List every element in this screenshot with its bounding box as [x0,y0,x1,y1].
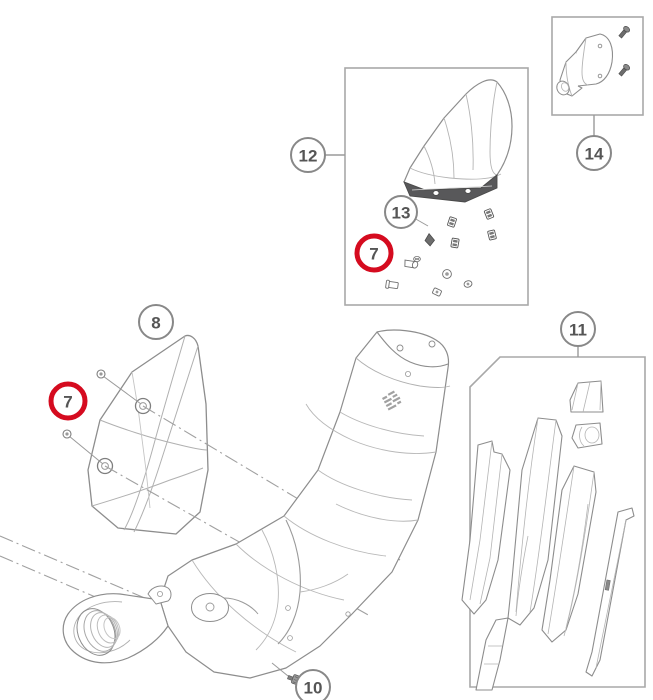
box-11-group [461,346,646,691]
box-14-group [551,16,644,136]
screw-7-upper [96,369,142,405]
part-intake-snorkel-14 [556,33,614,97]
box-14-frame [551,16,644,116]
callout-12[interactable]: 12 [290,137,326,173]
callout-14[interactable]: 14 [576,135,612,171]
callout-10-label: 10 [304,679,323,698]
callout-14-label: 14 [585,145,604,164]
box-11-frame [469,356,646,688]
part-11-trim-left [461,440,511,615]
callout-11-label: 11 [569,321,587,340]
callout-7-left[interactable]: 7 [48,381,88,421]
callout-13[interactable]: 13 [384,195,418,229]
screw-7-lower [62,429,104,465]
part-cover-skirt-12 [403,174,498,203]
callout-8-label: 8 [151,314,160,333]
airbox-intake-bellows [76,608,121,656]
part-airbox-main-body [62,329,451,679]
callout-8[interactable]: 8 [138,304,174,340]
box-12-group [325,67,529,306]
part-11-wedge [569,380,604,413]
callout-11[interactable]: 11 [560,311,596,347]
part-airbox-cover-12 [403,79,513,191]
part-side-cover-8 [87,334,209,535]
callout-13-label: 13 [392,204,411,223]
screw-14-lower [618,64,631,77]
callout-7-left-label: 7 [63,393,72,412]
fastener-group-13 [385,208,497,297]
callout-12-label: 12 [299,147,318,166]
callout-10[interactable]: 10 [295,669,331,700]
screw-14-upper [618,26,631,39]
callout-7-upper-label: 7 [369,245,378,264]
part-11-trim-right [541,465,597,643]
box-12-frame [344,67,529,306]
callout-7-upper[interactable]: 7 [354,233,394,273]
part-11-duct-center [475,417,563,691]
leader-line-10 [271,662,289,677]
airbox-molded-text [382,390,402,411]
part-11-clip [571,422,603,449]
part-11-rod [585,507,635,677]
